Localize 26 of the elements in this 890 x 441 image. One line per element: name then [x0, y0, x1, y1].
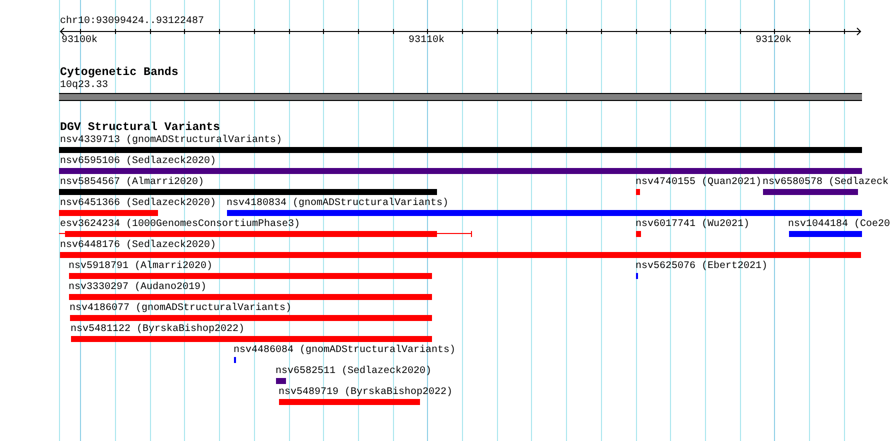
- variant-label: nsv4180834 (gnomADStructuralVariants): [226, 199, 449, 209]
- variant-label: nsv4740155 (Quan2021): [636, 178, 762, 188]
- variant-label: nsv6451366 (Sedlazeck2020): [60, 199, 216, 209]
- track-title: Cytogenetic Bands: [60, 67, 178, 79]
- tick-label: 93110k: [408, 36, 444, 46]
- variant-label: esv3624234 (1000GenomesConsortiumPhase3): [60, 220, 300, 230]
- tick-label: 93120k: [756, 36, 792, 46]
- variant-label: nsv4486084 (gnomADStructuralVariants): [234, 346, 456, 356]
- track-title: DGV Structural Variants: [60, 122, 220, 134]
- variant-label: nsv5489719 (ByrskaBishop2022): [278, 388, 453, 398]
- variant-label: nsv3330297 (Audano2019): [68, 283, 207, 293]
- tick-label: 93100k: [62, 36, 98, 46]
- variant-label: nsv6017741 (Wu2021): [636, 220, 750, 230]
- variant-label: nsv6580578 (Sedlazeck: [762, 178, 889, 188]
- variant-label: nsv4186077 (gnomADStructuralVariants): [70, 304, 292, 314]
- variant-label: nsv5854567 (Almarri2020): [60, 178, 204, 188]
- variant-label: nsv6448176 (Sedlazeck2020): [60, 241, 216, 251]
- variant-label: nsv5918791 (Almarri2020): [68, 262, 213, 272]
- variant-label: nsv6595106 (Sedlazeck2020): [60, 157, 216, 167]
- variant-label: nsv4339713 (gnomADStructuralVariants): [60, 136, 282, 146]
- variant-label: nsv5625076 (Ebert2021): [636, 262, 768, 272]
- variant-label: nsv5481122 (ByrskaBishop2022): [70, 325, 245, 335]
- variant-label: nsv6582511 (Sedlazeck2020): [276, 367, 432, 377]
- band-label: 10q23.33: [60, 80, 108, 90]
- genomic-location-label: chr10:93099424..93122487: [60, 17, 204, 27]
- variant-label: nsv1044184 (Coe20: [788, 220, 890, 230]
